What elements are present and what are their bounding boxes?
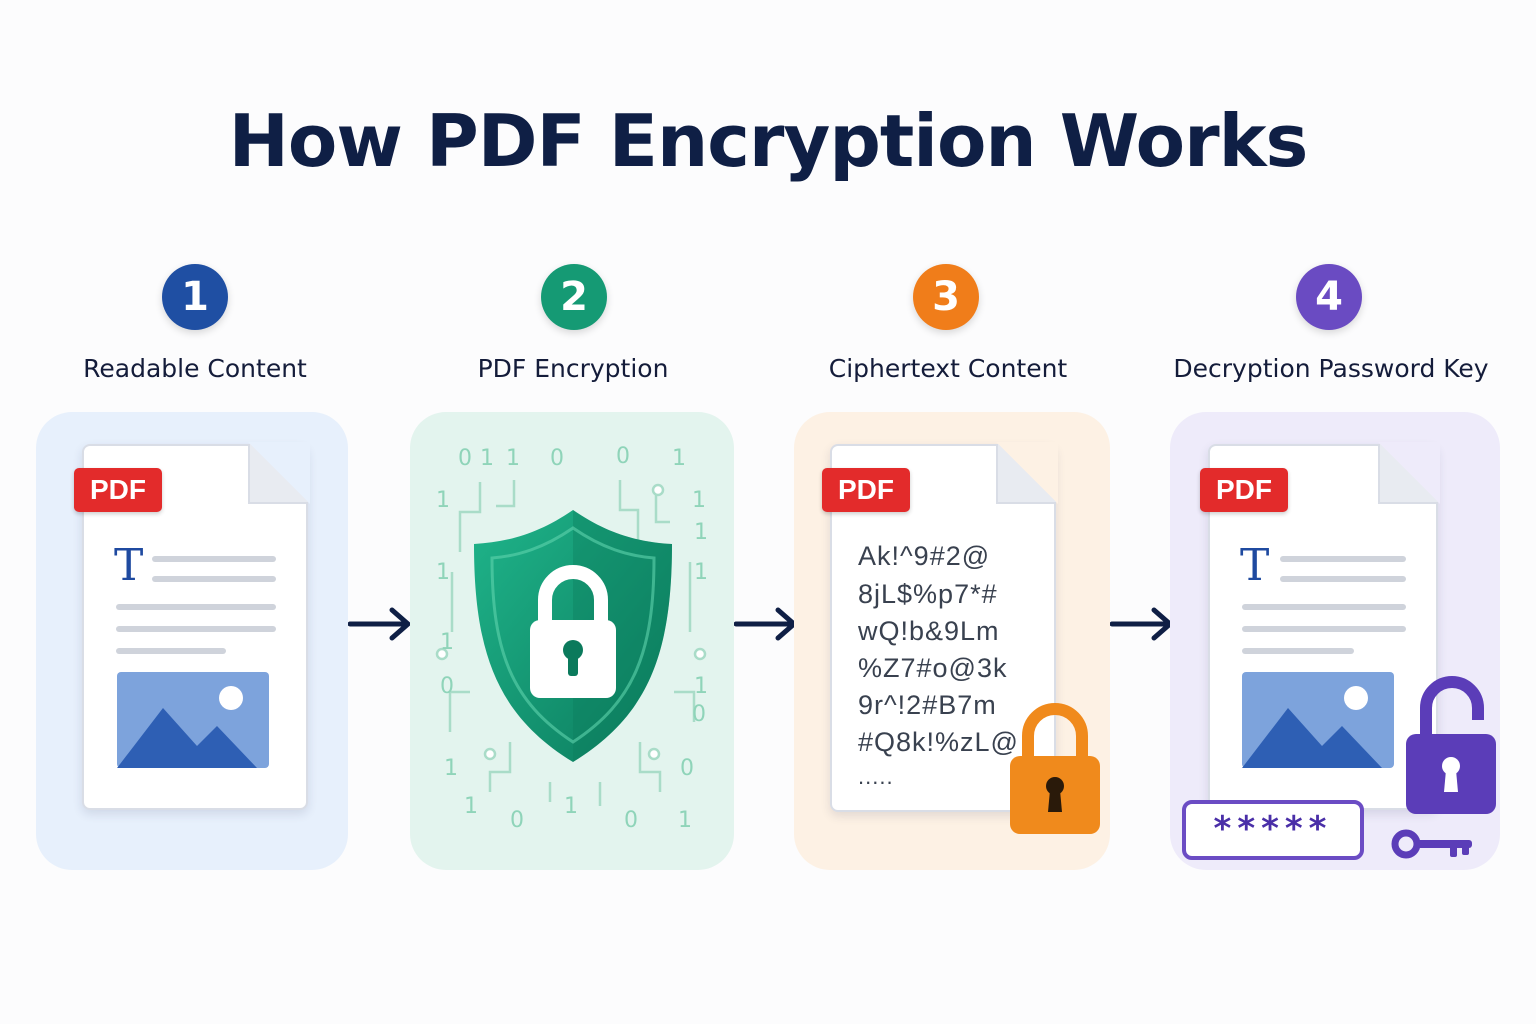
cipher-line: 9r^!2#B7m bbox=[858, 690, 997, 720]
cipher-line: 8jL$%p7*# bbox=[858, 579, 998, 609]
readable-content-panel: T PDF bbox=[36, 412, 348, 870]
key-icon bbox=[1391, 829, 1472, 859]
binary-digit: 0 bbox=[616, 444, 630, 469]
binary-digit: 1 bbox=[444, 756, 458, 781]
cipher-line: ..... bbox=[858, 764, 894, 789]
step-badge-3: 3 bbox=[913, 264, 979, 330]
step-label-1: Readable Content bbox=[83, 354, 307, 383]
step-label-2: PDF Encryption bbox=[477, 354, 669, 383]
binary-digit: 0 bbox=[692, 702, 706, 727]
binary-digit: 1 bbox=[694, 520, 708, 545]
binary-digit: 0 bbox=[440, 674, 454, 699]
binary-digit: 1 bbox=[506, 446, 520, 471]
padlock-open-icon bbox=[1406, 676, 1496, 814]
binary-digit: 0 bbox=[680, 756, 694, 781]
binary-digit: 1 bbox=[692, 488, 706, 513]
binary-digit: 1 bbox=[694, 674, 708, 699]
circuit-lines bbox=[435, 480, 707, 806]
arrow-right-icon bbox=[348, 607, 411, 641]
cipher-line: #Q8k!%zL@ bbox=[858, 727, 1019, 757]
image-icon bbox=[1242, 672, 1394, 768]
text-glyph: T bbox=[1240, 540, 1270, 591]
cipher-line: %Z7#o@3k bbox=[858, 653, 1008, 683]
cipher-line: Ak!^9#2@ bbox=[858, 541, 991, 571]
binary-digit: 1 bbox=[678, 808, 692, 833]
ciphertext-panel: Ak!^9#2@ 8jL$%p7*# wQ!b&9Lm %Z7#o@3k 9r^… bbox=[794, 412, 1110, 870]
binary-digit: 1 bbox=[694, 560, 708, 585]
decryption-panel: T PDF ***** bbox=[1170, 412, 1500, 870]
step-badge-2: 2 bbox=[541, 264, 607, 330]
binary-digit: 0 bbox=[550, 446, 564, 471]
pdf-document: Ak!^9#2@ 8jL$%p7*# wQ!b&9Lm %Z7#o@3k 9r^… bbox=[830, 442, 1058, 812]
text-glyph: T bbox=[114, 540, 144, 591]
step-badge-4: 4 bbox=[1296, 264, 1362, 330]
binary-digit: 1 bbox=[480, 446, 494, 471]
step-badge-1: 1 bbox=[162, 264, 228, 330]
pdf-tag: PDF bbox=[1200, 468, 1288, 512]
arrow-right-icon bbox=[734, 607, 797, 641]
shield-lock-icon bbox=[474, 510, 672, 762]
binary-digit: 0 bbox=[458, 446, 472, 471]
binary-digit: 1 bbox=[564, 794, 578, 819]
padlock-closed-icon bbox=[1010, 703, 1100, 834]
arrow-right-icon bbox=[1110, 607, 1173, 641]
cipher-line: wQ!b&9Lm bbox=[858, 616, 1000, 646]
binary-digit: 0 bbox=[510, 808, 524, 833]
binary-digit: 0 bbox=[624, 808, 638, 833]
pdf-document: T bbox=[82, 442, 310, 810]
binary-digit: 1 bbox=[672, 446, 686, 471]
step-label-4: Decryption Password Key bbox=[1173, 354, 1489, 383]
binary-digit: 1 bbox=[440, 630, 454, 655]
step-label-3: Ciphertext Content bbox=[828, 354, 1068, 383]
page-title: How PDF Encryption Works bbox=[228, 99, 1309, 183]
binary-digit: 1 bbox=[436, 488, 450, 513]
image-icon bbox=[117, 672, 269, 768]
binary-digit: 1 bbox=[436, 560, 450, 585]
password-field: ***** bbox=[1182, 800, 1364, 860]
pdf-tag: PDF bbox=[822, 468, 910, 512]
encryption-panel: 0 1 1 0 0 1 1 1 1 1 1 1 0 1 0 1 1 0 1 0 … bbox=[410, 412, 734, 870]
pdf-tag: PDF bbox=[74, 468, 162, 512]
binary-digit: 1 bbox=[464, 794, 478, 819]
